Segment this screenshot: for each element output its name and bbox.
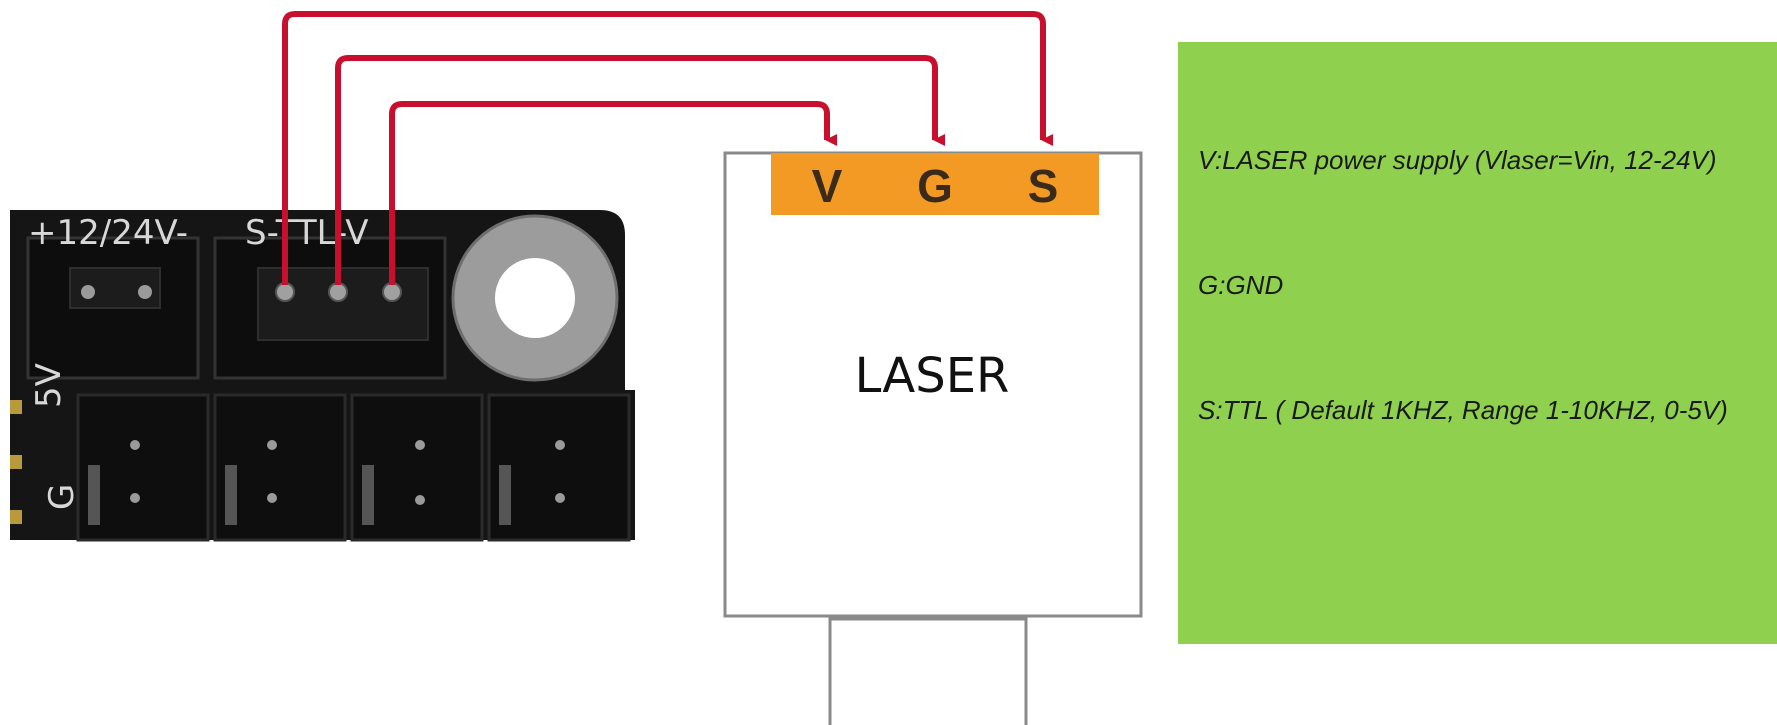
laser-pin-label-g: G (917, 160, 953, 212)
pin-description-panel: V:LASER power supply (Vlaser=Vin, 12-24V… (1178, 42, 1777, 644)
board-pin-v (275, 282, 295, 302)
laser-pin-header (771, 153, 1099, 215)
info-line-v: V:LASER power supply (Vlaser=Vin, 12-24V… (1198, 145, 1717, 175)
silk-laser-label: S-TTL-V (245, 213, 369, 253)
info-line-g: G:GND (1198, 270, 1284, 300)
wire-v (389, 101, 837, 285)
silk-power-label: +12/24V- (28, 213, 188, 253)
silk-g-label: G (42, 484, 82, 510)
silk-5v-label: 5V (29, 363, 69, 408)
controller-board: +12/24V- S-TTL-V 5V G (10, 210, 635, 542)
board-pin-s (382, 282, 402, 302)
wire-g (335, 55, 945, 285)
laser-pin-label-s: S (1028, 160, 1059, 212)
laser-lower-body (828, 617, 1028, 725)
wire-s (282, 11, 1053, 285)
board-pin-g (328, 282, 348, 302)
info-line-s: S:TTL ( Default 1KHZ, Range 1-10KHZ, 0-5… (1198, 395, 1728, 425)
laser-module-box (723, 151, 1143, 618)
laser-title: LASER (855, 348, 1010, 404)
laser-pin-label-v: V (812, 160, 843, 212)
bottom-connector-4 (487, 393, 631, 542)
